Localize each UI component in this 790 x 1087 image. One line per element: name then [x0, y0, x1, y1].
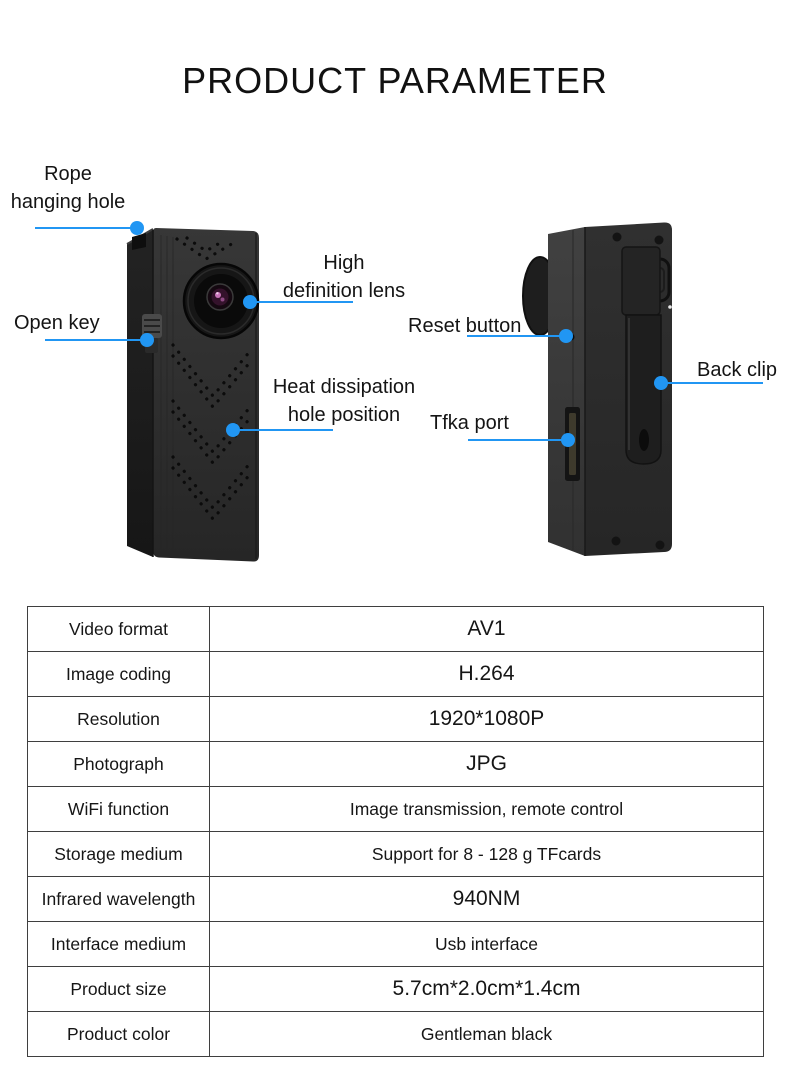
spec-row-image-coding: Image coding H.264 — [27, 651, 764, 697]
spec-row-infrared-wavelength: Infrared wavelength 940NM — [27, 876, 764, 922]
spec-value: Support for 8 - 128 g TFcards — [209, 831, 764, 877]
edge-glint — [668, 305, 672, 309]
spec-label: Storage medium — [27, 831, 210, 877]
camera-side-face — [548, 227, 585, 556]
callout-line-rope — [35, 227, 137, 229]
callout-dot-open-key — [140, 333, 154, 347]
callout-dot-heat — [226, 423, 240, 437]
callout-rope-line1: Rope — [44, 163, 92, 185]
spec-value: H.264 — [209, 651, 764, 697]
callout-reset-button: Reset button — [408, 315, 522, 337]
spec-value: 5.7cm*2.0cm*1.4cm — [209, 966, 764, 1012]
spec-row-wifi-function: WiFi function Image transmission, remote… — [27, 786, 764, 832]
spec-value: AV1 — [209, 606, 764, 652]
callout-heat-dissipation: Heat dissipation hole position — [266, 373, 422, 429]
callout-line-lens — [250, 301, 353, 303]
rope-hole-notch — [132, 233, 146, 250]
callout-rope-hanging-hole: Rope hanging hole — [6, 160, 130, 216]
spec-row-product-color: Product color Gentleman black — [27, 1011, 764, 1057]
callout-dot-reset — [559, 329, 573, 343]
callout-line-back-clip — [661, 382, 763, 384]
callout-line-reset — [467, 335, 566, 337]
heat-dissipation-holes-upper — [175, 236, 237, 261]
spec-row-interface-medium: Interface medium Usb interface — [27, 921, 764, 967]
callout-open-key: Open key — [14, 312, 100, 334]
callout-high-definition-lens: High definition lens — [280, 249, 408, 305]
callout-line-open-key — [45, 339, 147, 341]
spec-label: Interface medium — [27, 921, 210, 967]
spec-value: JPG — [209, 741, 764, 787]
callout-rope-line2: hanging hole — [10, 191, 126, 213]
back-clip — [621, 246, 662, 465]
spec-label: Product size — [27, 966, 210, 1012]
camera-lens — [182, 262, 260, 340]
spec-value: Usb interface — [209, 921, 764, 967]
spec-row-resolution: Resolution 1920*1080P — [27, 696, 764, 742]
front-ridges — [160, 235, 174, 552]
spec-label: Infrared wavelength — [27, 876, 210, 922]
spec-row-photograph: Photograph JPG — [27, 741, 764, 787]
spec-value: 1920*1080P — [209, 696, 764, 742]
spec-value: Gentleman black — [209, 1011, 764, 1057]
spec-row-storage-medium: Storage medium Support for 8 - 128 g TFc… — [27, 831, 764, 877]
heat-dissipation-holes-lower — [171, 343, 253, 522]
camera-back-illustration — [522, 222, 672, 556]
callout-dot-rope — [130, 221, 144, 235]
spec-label: Photograph — [27, 741, 210, 787]
callout-dot-tfka — [561, 433, 575, 447]
spec-label: Image coding — [27, 651, 210, 697]
camera-side-face — [127, 229, 153, 557]
page-title: PRODUCT PARAMETER — [182, 60, 608, 101]
callout-heat-line1: Heat dissipation — [272, 376, 416, 398]
spec-value: Image transmission, remote control — [209, 786, 764, 832]
spec-value: 940NM — [209, 876, 764, 922]
callout-line-tfka — [468, 439, 568, 441]
spec-label: Resolution — [27, 696, 210, 742]
camera-front-illustration — [126, 228, 260, 562]
spec-table: Video format AV1 Image coding H.264 Reso… — [27, 606, 764, 1057]
callout-dot-lens — [243, 295, 257, 309]
spec-label: WiFi function — [27, 786, 210, 832]
callout-lens-line2: definition lens — [282, 280, 406, 302]
screw-holes — [611, 232, 665, 550]
callout-tfka-port: Tfka port — [430, 412, 509, 434]
spec-row-video-format: Video format AV1 — [27, 606, 764, 652]
callout-back-clip: Back clip — [697, 359, 778, 381]
callout-dot-back-clip — [654, 376, 668, 390]
callout-heat-line2: hole position — [287, 404, 401, 426]
spec-label: Product color — [27, 1011, 210, 1057]
callout-line-heat — [233, 429, 333, 431]
callout-lens-line1: High — [323, 252, 365, 274]
spec-row-product-size: Product size 5.7cm*2.0cm*1.4cm — [27, 966, 764, 1012]
spec-label: Video format — [27, 606, 210, 652]
